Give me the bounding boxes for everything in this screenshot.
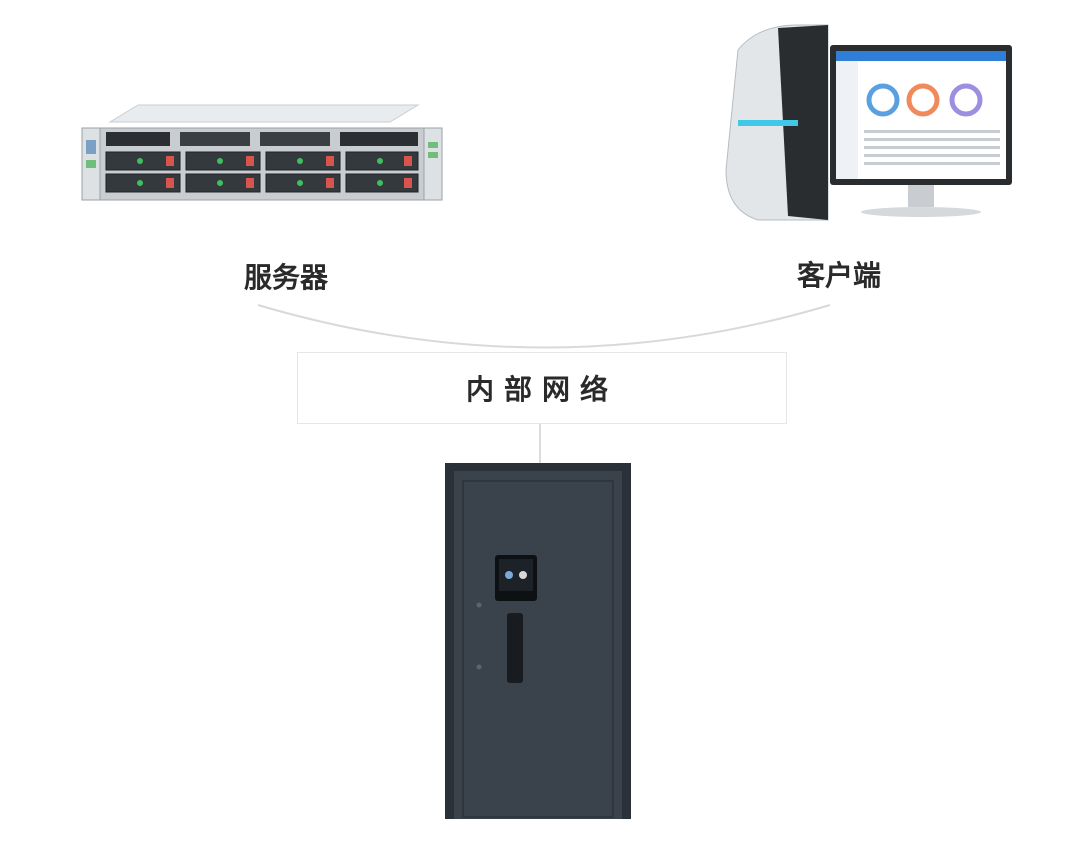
client-label: 客户端: [797, 259, 882, 292]
server-label: 服务器: [244, 261, 329, 294]
server-client-arc: [257, 304, 831, 349]
desktop-computer-icon: [725, 24, 1012, 221]
internal-network-box: 内部网络: [297, 352, 787, 424]
smart-security-door-icon: [445, 463, 631, 819]
rack-server-icon: [81, 104, 443, 201]
internal-network-label: 内部网络: [465, 373, 618, 406]
